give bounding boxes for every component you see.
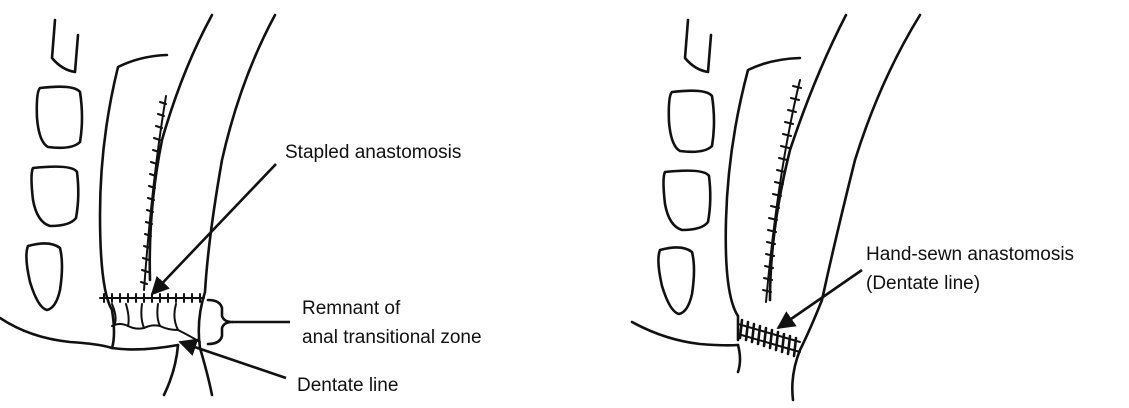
bowel-outline	[0, 15, 275, 395]
label-stapled-anastomosis: Stapled anastomosis	[285, 142, 461, 163]
anal-transitional-zone	[112, 304, 200, 342]
sacrum-vertebrae-right	[658, 20, 714, 314]
circular-staple-line	[100, 294, 204, 302]
staple-line	[141, 96, 166, 290]
label-hand-sewn-line2: (Dentate line)	[866, 273, 980, 294]
label-dentate-line: Dentate line	[297, 375, 398, 396]
label-remnant-line1: Remnant of	[302, 298, 401, 319]
dentate-line-arrow	[180, 342, 286, 378]
hand-sewn-band	[738, 320, 800, 356]
stapled-anastomosis-arrow	[152, 164, 276, 294]
hand-sewn-arrow	[778, 270, 862, 328]
sacrum-vertebrae	[26, 20, 82, 310]
remnant-bracket	[208, 300, 232, 344]
hand-sewn-panel: Hand-sewn anastomosis (Dentate line)	[632, 15, 1074, 400]
label-remnant-line2: anal transitional zone	[302, 327, 482, 348]
label-hand-sewn-line1: Hand-sewn anastomosis	[866, 244, 1074, 265]
stapled-panel: Stapled anastomosis Remnant of anal tran…	[0, 15, 482, 396]
